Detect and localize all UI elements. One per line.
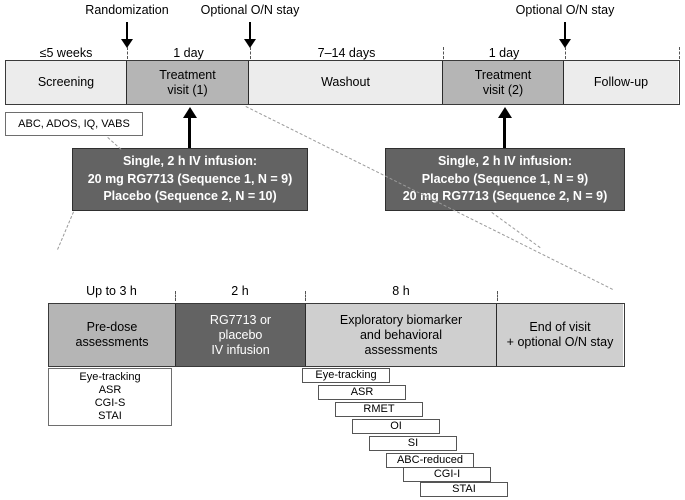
post-dose-box-abc-reduced[interactable]: ABC-reduced	[386, 453, 474, 468]
visit-segment-iv-infusion[interactable]: RG7713 or placebo IV infusion	[175, 304, 305, 366]
infusion-2-line-2: Placebo (Sequence 1, N = 9)	[421, 171, 589, 186]
post-dose-box-asr[interactable]: ASR	[318, 385, 406, 400]
timeline-tick-3	[443, 47, 444, 59]
duration-washout: 7–14 days	[317, 46, 376, 60]
study-timeline: Screening Treatment visit (1) Washout Tr…	[5, 60, 680, 105]
annotation-arrow-optional-on-stay-1	[244, 22, 256, 48]
annotation-label-optional-on-stay-1: Optional O/N stay	[200, 3, 300, 17]
post-dose-box-oi[interactable]: OI	[352, 419, 440, 434]
duration-screening: ≤5 weeks	[39, 46, 93, 60]
timeline-tick-2	[250, 47, 251, 59]
infusion-1-line-1: Single, 2 h IV infusion:	[122, 154, 258, 169]
connector-infusion-to-detail-left	[57, 211, 74, 250]
annotation-arrow-optional-on-stay-2	[559, 22, 571, 48]
infusion-1-line-2: 20 mg RG7713 (Sequence 1, N = 9)	[87, 171, 293, 186]
visit-segment-exploratory-assessments[interactable]: Exploratory biomarker and behavioral ass…	[305, 304, 496, 366]
annotation-arrow-randomization	[121, 22, 133, 48]
pre-dose-item-1: Eye-tracking	[79, 371, 141, 383]
infusion-arrow-visit-1	[183, 107, 197, 149]
visit-duration-infusion: 2 h	[231, 284, 249, 298]
annotation-label-randomization: Randomization	[85, 3, 169, 17]
timeline-segment-screening[interactable]: Screening	[6, 61, 126, 104]
timeline-segment-follow-up[interactable]: Follow-up	[564, 61, 678, 104]
timeline-segment-treatment-visit-2[interactable]: Treatment visit (2)	[442, 61, 564, 104]
duration-treatment-visit-1: 1 day	[173, 46, 204, 60]
screening-assessments-box[interactable]: ABC, ADOS, IQ, VABS	[5, 112, 143, 136]
pre-dose-item-4: STAI	[98, 410, 122, 422]
visit-day-tick-1	[175, 291, 176, 301]
infusion-2-line-1: Single, 2 h IV infusion:	[437, 154, 573, 169]
timeline-tick-4	[565, 47, 566, 59]
post-dose-box-cgi-i[interactable]: CGI-I	[403, 467, 491, 482]
visit-day-tick-3	[497, 291, 498, 301]
timeline-tick-5	[679, 47, 680, 59]
connector-infusion2-down	[491, 212, 541, 249]
post-dose-box-si[interactable]: SI	[369, 436, 457, 451]
post-dose-box-rmet[interactable]: RMET	[335, 402, 423, 417]
infusion-box-visit-2[interactable]: Single, 2 h IV infusion: Placebo (Sequen…	[385, 148, 625, 211]
visit-segment-pre-dose[interactable]: Pre-dose assessments	[49, 304, 175, 366]
post-dose-box-stai[interactable]: STAI	[420, 482, 508, 497]
infusion-1-line-3: Placebo (Sequence 2, N = 10)	[103, 189, 277, 204]
visit-duration-assessments: 8 h	[392, 284, 410, 298]
timeline-tick-1	[127, 47, 128, 59]
infusion-arrow-visit-2	[498, 107, 512, 149]
visit-duration-pre-dose: Up to 3 h	[86, 284, 137, 298]
pre-dose-item-2: ASR	[98, 384, 122, 396]
timeline-segment-washout[interactable]: Washout	[249, 61, 442, 104]
annotation-label-optional-on-stay-2: Optional O/N stay	[515, 3, 615, 17]
visit-segment-end-of-visit[interactable]: End of visit + optional O/N stay	[496, 304, 623, 366]
visit-day-tick-2	[305, 291, 306, 301]
post-dose-box-eye-tracking[interactable]: Eye-tracking	[302, 368, 390, 383]
pre-dose-assessments-box[interactable]: Eye-tracking ASR CGI-S STAI	[48, 368, 172, 426]
timeline-segment-treatment-visit-1[interactable]: Treatment visit (1)	[126, 61, 249, 104]
duration-treatment-visit-2: 1 day	[488, 46, 520, 60]
visit-day-panel: Pre-dose assessments RG7713 or placebo I…	[48, 303, 625, 367]
infusion-2-line-3: 20 mg RG7713 (Sequence 2, N = 9)	[402, 189, 608, 204]
infusion-box-visit-1[interactable]: Single, 2 h IV infusion: 20 mg RG7713 (S…	[72, 148, 308, 211]
pre-dose-item-3: CGI-S	[94, 397, 126, 409]
